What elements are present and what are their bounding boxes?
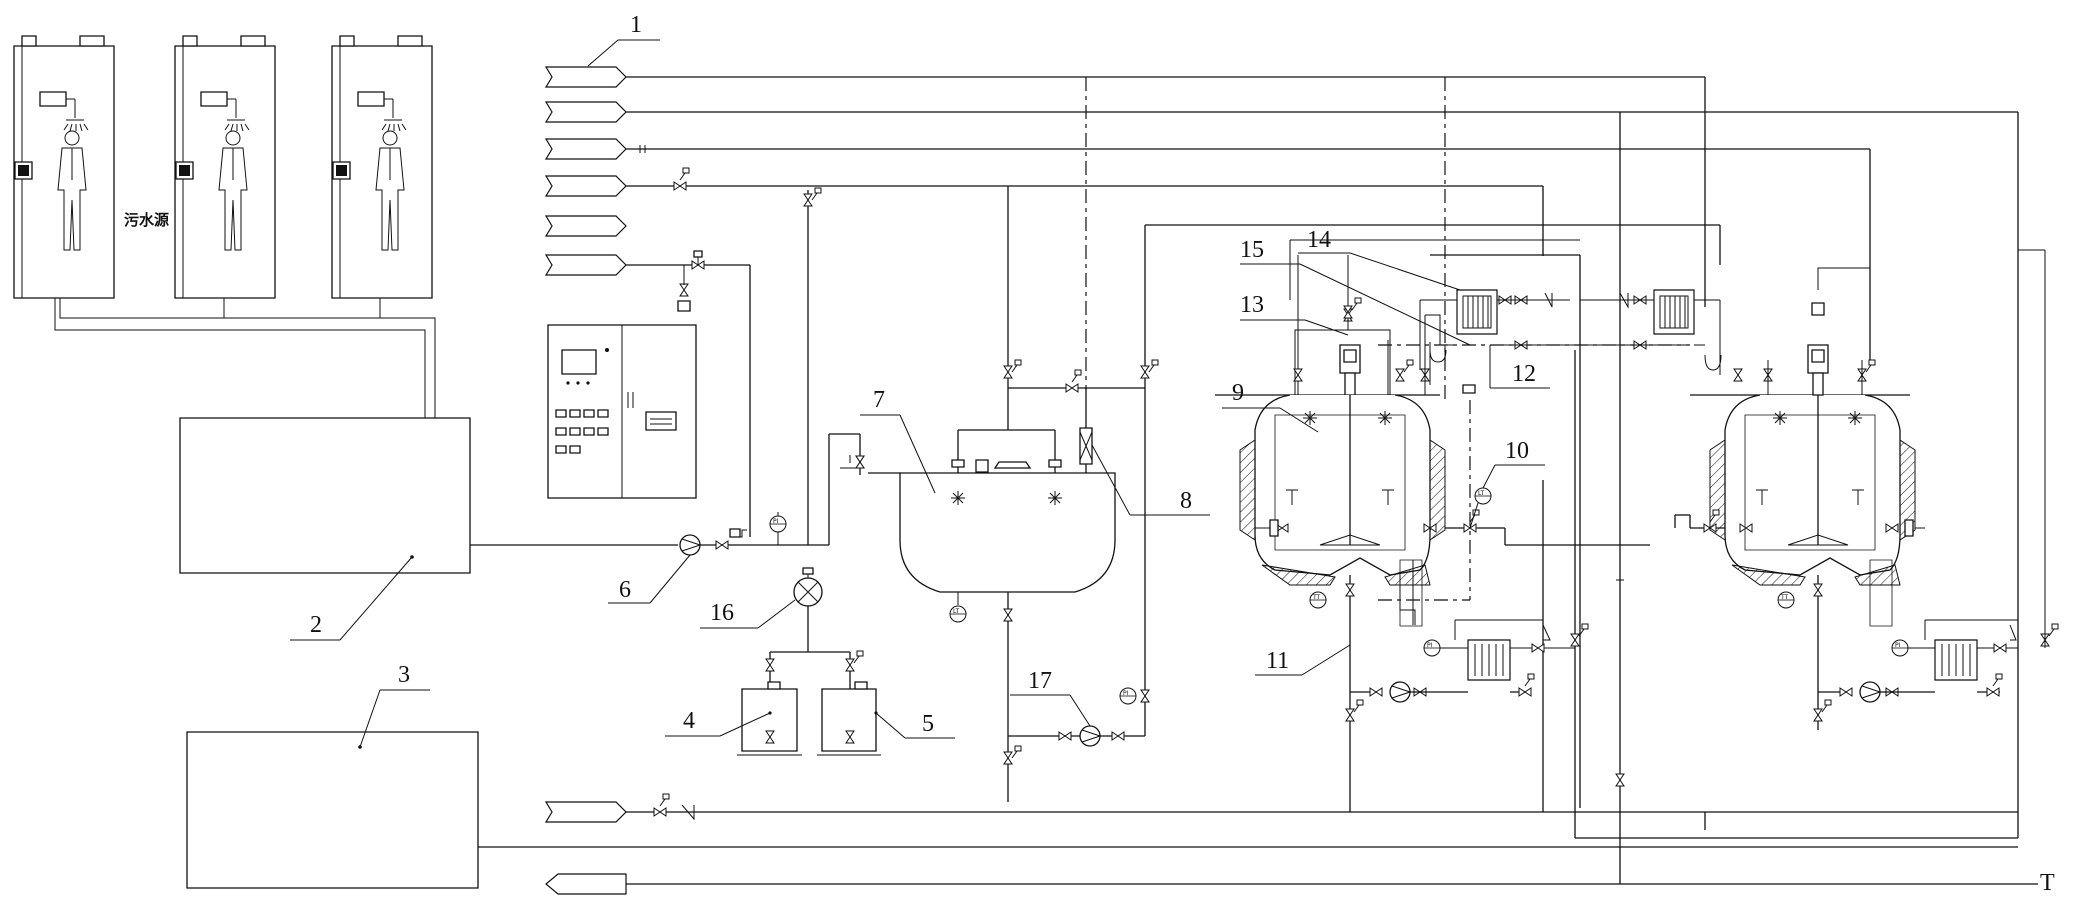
reactor-right: TT (1675, 268, 1925, 640)
callout-6: 6 (619, 577, 631, 603)
shower-stalls: 污水源 (14, 36, 435, 420)
callout-11: 11 (1266, 648, 1289, 674)
callout-9: 9 (1232, 380, 1244, 406)
tank-7: LT PI (840, 186, 1720, 802)
callout-10: 10 (1505, 438, 1529, 464)
circulation-loop-right: PI (1813, 250, 2059, 730)
shower-stall-2 (175, 36, 275, 298)
source-label: 污水源 (124, 211, 169, 229)
callout-5: 5 (922, 711, 934, 737)
callout-7: 7 (873, 387, 885, 413)
callout-8: 8 (1180, 488, 1192, 514)
shower-stall-1 (14, 36, 114, 298)
svg-text:PI: PI (1895, 642, 1901, 649)
callout-14: 14 (1307, 227, 1331, 253)
circulation-loop-left: PI (1345, 620, 1589, 812)
callout-15: 15 (1240, 237, 1264, 263)
svg-text:LT: LT (1478, 490, 1485, 497)
callout-17: 17 (1028, 668, 1052, 694)
callout-3: 3 (398, 662, 410, 688)
svg-text:TT: TT (1780, 594, 1789, 601)
svg-text:LT: LT (953, 608, 960, 615)
dosing-unit (737, 568, 881, 755)
control-cabinet (548, 325, 696, 498)
callout-4: 4 (683, 708, 695, 734)
svg-text:PI: PI (1427, 642, 1433, 649)
callout-2: 2 (310, 612, 322, 638)
pump-6-line: PI (470, 187, 865, 556)
svg-text:TT: TT (1312, 594, 1321, 601)
risers (1290, 225, 1720, 808)
callout-1: 1 (630, 12, 642, 38)
condenser-12 (1420, 255, 1690, 385)
utility-headers: T (478, 77, 2055, 896)
svg-text:PI: PI (773, 518, 779, 525)
callout-13: 13 (1240, 292, 1264, 318)
reactor-9: TT LT (1215, 255, 1650, 640)
callout-12: 12 (1512, 361, 1536, 387)
tank-2 (180, 418, 470, 573)
tank-3 (187, 732, 478, 888)
condenser-right (1580, 289, 1721, 375)
svg-text:PI: PI (1123, 690, 1129, 697)
callout-16: 16 (710, 600, 734, 626)
callouts: 1 2 3 4 5 6 7 8 9 10 11 12 13 14 15 16 1 (290, 12, 1550, 747)
shower-stall-3 (332, 36, 432, 298)
end-mark: T (2040, 870, 2055, 896)
